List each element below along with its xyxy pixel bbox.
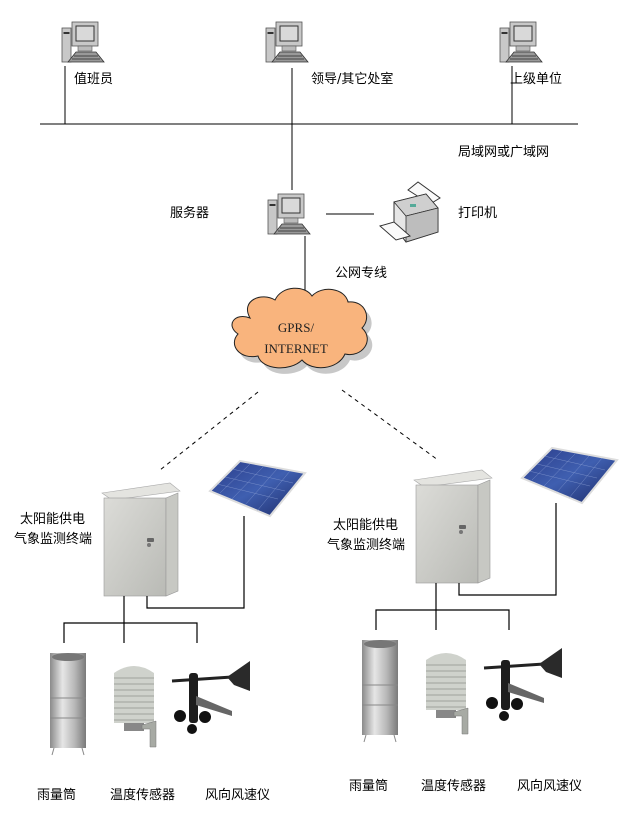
cloud-label-line2: INTERNET [264,341,328,356]
wireless-link-dashed [159,391,259,471]
public-line-label: 公网专线 [335,266,388,281]
station-2-title-line2: 气象监测终端 [327,538,406,553]
sensor-label-rain-gauge: 雨量筒 [37,788,77,803]
station-1-title-line2: 气象监测终端 [14,532,93,547]
server-label: 服务器 [170,206,210,221]
cloud-label-line1: GPRS/ [278,320,315,335]
node-label-duty-officer: 值班员 [74,72,114,87]
computer-icon [265,21,309,63]
sensor-label-temperature: 温度传感器 [421,779,487,794]
sensor-label-anemometer: 风向风速仪 [517,779,583,794]
server-computer-icon [267,193,311,235]
network-label: 局域网或广域网 [458,145,550,160]
printer-label: 打印机 [458,206,498,221]
wireless-link-dashed [341,389,439,461]
station-2-title-line1: 太阳能供电 [333,518,399,533]
node-label-superior-unit: 上级单位 [510,72,563,87]
station-1-title-line1: 太阳能供电 [20,512,86,527]
station-2-equipment [360,446,619,744]
sensor-label-temperature: 温度传感器 [110,788,176,803]
internet-cloud: GPRS/ INTERNET [231,287,373,374]
sensor-label-anemometer: 风向风速仪 [205,788,271,803]
computer-icon [499,21,543,63]
sensor-label-rain-gauge: 雨量筒 [349,779,389,794]
printer-icon [378,181,441,243]
computer-icon [61,21,105,63]
station-1-equipment [48,459,307,757]
node-label-leadership: 领导/其它处室 [311,72,394,87]
